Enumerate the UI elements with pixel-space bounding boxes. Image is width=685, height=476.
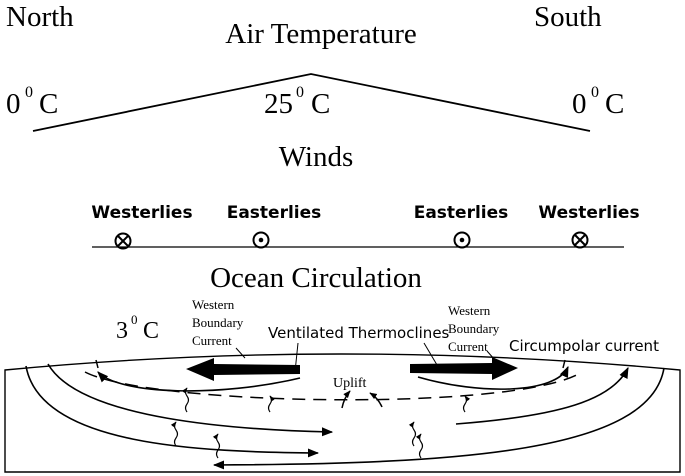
western-boundary-current-left-arrow [186, 358, 300, 381]
wbc-right-line-1: Western [448, 303, 491, 318]
ventilated-leader-right [423, 342, 441, 371]
circulation-deep-arc [25, 365, 320, 458]
ocean-basin-outline [4, 353, 681, 473]
temp-left-degree: 0 [25, 84, 33, 101]
temperature-right-label: 0 0 C [572, 84, 624, 120]
temp-right-value: 0 [572, 88, 587, 120]
north-label: North [6, 1, 74, 33]
temperature-center-label: 25 0 C [264, 84, 330, 120]
ocean-temp-degree: 0 [131, 312, 138, 327]
ocean-circulation-title: Ocean Circulation [210, 262, 422, 294]
wind-label-easterlies-north: Easterlies [227, 203, 322, 223]
circulation-mid-arc-left [47, 363, 334, 437]
temp-right-unit: C [605, 88, 624, 120]
out-of-page-icon [453, 231, 471, 249]
circulation-right-mid-arc [455, 366, 629, 425]
temp-center-unit: C [311, 88, 330, 120]
thermocline-dashed-line [84, 371, 583, 401]
temp-center-value: 25 [264, 88, 293, 120]
wbc-left-line-1: Western [192, 297, 235, 312]
wavy-upwelling-arrow [181, 387, 190, 413]
into-page-icon [114, 232, 132, 250]
uplift-label: Uplift [333, 376, 367, 391]
wbc-right-line-3: Current [448, 339, 488, 354]
circulation-right-upper-arc [417, 365, 569, 390]
wbc-left-line-2: Boundary [192, 315, 244, 330]
wbc-right-line-2: Boundary [448, 321, 500, 336]
wind-label-easterlies-south: Easterlies [414, 203, 509, 223]
circumpolar-current-label: Circumpolar current [509, 337, 659, 355]
air-temperature-title: Air Temperature [225, 18, 417, 50]
circulation-upper-return-arc [97, 371, 301, 392]
out-of-page-icon [252, 231, 270, 249]
wavy-upwelling-arrow [408, 421, 417, 447]
wind-label-westerlies-north: Westerlies [91, 203, 192, 223]
south-label: South [534, 1, 602, 33]
western-boundary-current-right-label: Western Boundary Current [448, 303, 500, 354]
uplift-arrow-left [341, 390, 351, 409]
ventilated-leader-left [293, 342, 299, 373]
wavy-upwelling-arrow [212, 433, 221, 459]
ocean-temp-value: 3 [116, 318, 128, 344]
temp-left-unit: C [39, 88, 58, 120]
wbc-right-leader [486, 350, 496, 361]
temp-left-value: 0 [6, 88, 21, 120]
wind-label-westerlies-south: Westerlies [538, 203, 639, 223]
temperature-profile-line [32, 73, 591, 132]
wavy-upwelling-arrow [462, 395, 471, 413]
uplift-arrow-right [369, 392, 383, 408]
ocean-temp-unit: C [143, 318, 159, 344]
temp-right-degree: 0 [591, 84, 599, 101]
wavy-upwelling-arrow [267, 395, 276, 413]
surface-dash-right [562, 359, 566, 369]
western-boundary-current-right-arrow [410, 357, 518, 380]
ventilated-thermoclines-label: Ventilated Thermoclines [268, 324, 450, 342]
wbc-left-leader [235, 347, 246, 359]
wbc-left-line-3: Current [192, 333, 232, 348]
into-page-icon [571, 231, 589, 249]
temperature-left-label: 0 0 C [6, 84, 58, 120]
circulation-bottom-arc [212, 367, 665, 470]
temp-center-degree: 0 [296, 84, 304, 101]
winds-title: Winds [279, 141, 354, 173]
surface-dash-left [95, 359, 99, 369]
wavy-upwelling-arrow [415, 433, 424, 459]
ocean-temperature-label: 3 0 C [116, 312, 159, 344]
western-boundary-current-left-label: Western Boundary Current [192, 297, 244, 348]
wavy-upwelling-arrow [170, 421, 179, 447]
